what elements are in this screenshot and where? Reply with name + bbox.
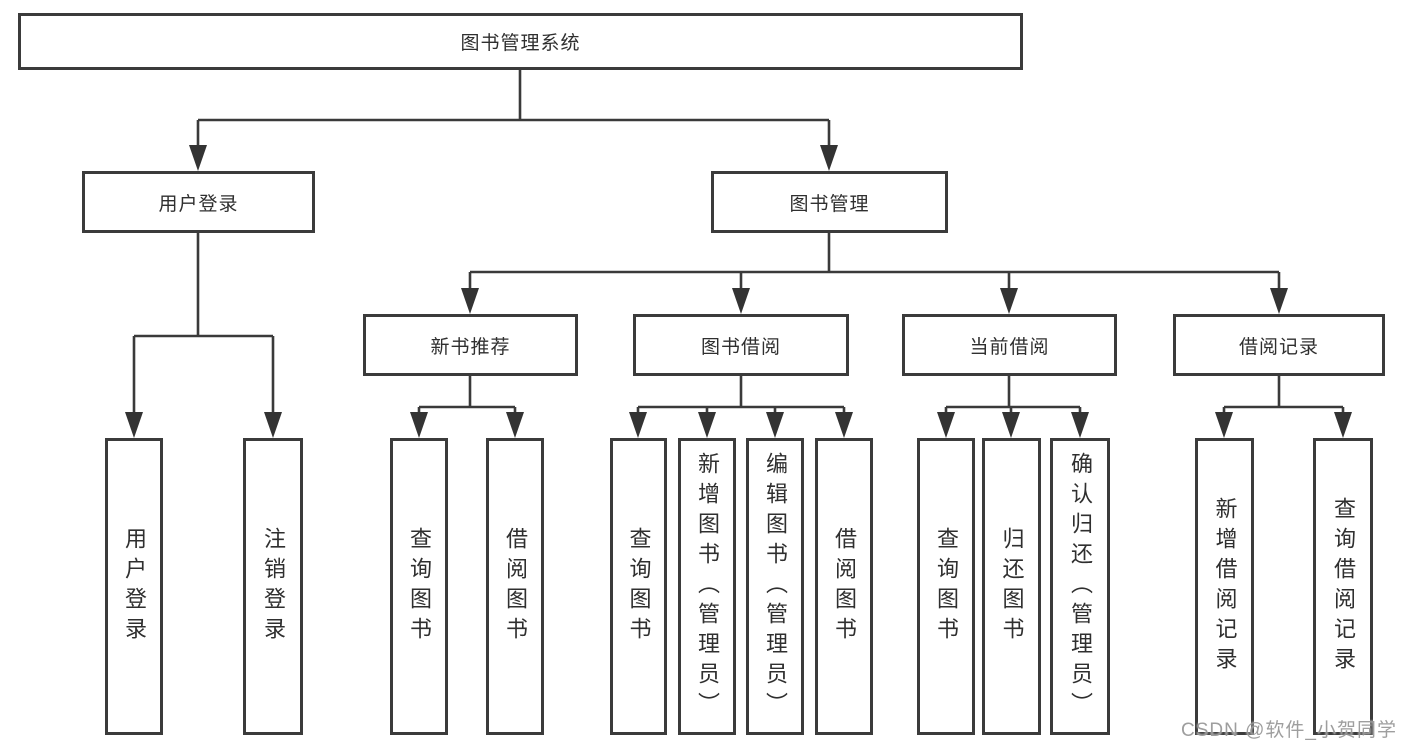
- leaf-query-books-current-label: 查询图书: [934, 526, 959, 647]
- node-library-system-label: 图书管理系统: [460, 33, 581, 54]
- node-new-book-recommend-label: 新书推荐: [430, 336, 511, 358]
- leaf-edit-books-admin: 编辑图书（管理员）: [746, 438, 804, 735]
- leaf-return-books-label: 归还图书: [999, 526, 1025, 647]
- leaf-query-borrow-record-label: 查询借阅记录: [1331, 496, 1356, 677]
- leaf-query-borrow-record: 查询借阅记录: [1313, 438, 1373, 735]
- node-book-management-label: 图书管理: [789, 193, 870, 215]
- leaf-borrow-books-recommend: 借阅图书: [486, 438, 544, 735]
- arrowhead: [835, 412, 853, 438]
- arrowhead: [629, 412, 647, 438]
- leaf-edit-books-admin-label: 编辑图书（管理员）: [763, 451, 788, 722]
- node-book-management: 图书管理: [711, 171, 948, 233]
- arrowhead: [1270, 288, 1288, 314]
- node-book-borrowing-label: 图书借阅: [700, 336, 781, 358]
- leaf-return-books: 归还图书: [982, 438, 1041, 735]
- leaf-query-books-recommend-label: 查询图书: [407, 526, 432, 647]
- leaf-logout-label: 注销登录: [261, 526, 286, 647]
- leaf-query-books-borrowing-label: 查询图书: [626, 526, 652, 647]
- arrowhead: [506, 412, 524, 438]
- arrowhead: [1334, 412, 1352, 438]
- arrowhead: [732, 288, 750, 314]
- arrowhead: [1000, 288, 1018, 314]
- leaf-add-borrow-record: 新增借阅记录: [1195, 438, 1254, 735]
- node-borrowing-records: 借阅记录: [1173, 314, 1385, 376]
- arrowhead: [1002, 412, 1020, 438]
- leaf-query-books-borrowing: 查询图书: [610, 438, 667, 735]
- arrowhead: [1215, 412, 1233, 438]
- leaf-add-books-admin: 新增图书（管理员）: [678, 438, 736, 735]
- node-user-login: 用户登录: [82, 171, 315, 233]
- leaf-logout: 注销登录: [243, 438, 303, 735]
- arrowhead: [937, 412, 955, 438]
- arrowhead: [189, 145, 207, 171]
- arrowhead: [766, 412, 784, 438]
- leaf-user-login: 用户登录: [105, 438, 163, 735]
- leaf-user-login-label: 用户登录: [122, 526, 147, 647]
- leaf-query-books-current: 查询图书: [917, 438, 975, 735]
- arrowhead: [264, 412, 282, 438]
- leaf-borrow-books-label: 借阅图书: [832, 526, 857, 647]
- csdn-watermark: CSDN @软件_小贺同学: [1181, 720, 1397, 741]
- arrowhead: [461, 288, 479, 314]
- node-library-system: 图书管理系统: [18, 13, 1023, 70]
- leaf-borrow-books-recommend-label: 借阅图书: [503, 526, 528, 647]
- arrowhead: [820, 145, 838, 171]
- leaf-query-books-recommend: 查询图书: [390, 438, 448, 735]
- leaf-confirm-return-admin: 确认归还（管理员）: [1050, 438, 1110, 735]
- leaf-add-borrow-record-label: 新增借阅记录: [1212, 496, 1238, 677]
- arrowhead: [698, 412, 716, 438]
- node-borrowing-records-label: 借阅记录: [1238, 336, 1319, 358]
- leaf-confirm-return-admin-label: 确认归还（管理员）: [1068, 451, 1093, 722]
- node-book-borrowing: 图书借阅: [633, 314, 849, 376]
- node-user-login-label: 用户登录: [158, 193, 239, 215]
- node-new-book-recommend: 新书推荐: [363, 314, 578, 376]
- arrowhead: [410, 412, 428, 438]
- node-current-borrowing-label: 当前借阅: [969, 336, 1050, 358]
- leaf-borrow-books: 借阅图书: [815, 438, 873, 735]
- node-current-borrowing: 当前借阅: [902, 314, 1117, 376]
- arrowhead: [125, 412, 143, 438]
- arrowhead: [1071, 412, 1089, 438]
- leaf-add-books-admin-label: 新增图书（管理员）: [695, 451, 720, 722]
